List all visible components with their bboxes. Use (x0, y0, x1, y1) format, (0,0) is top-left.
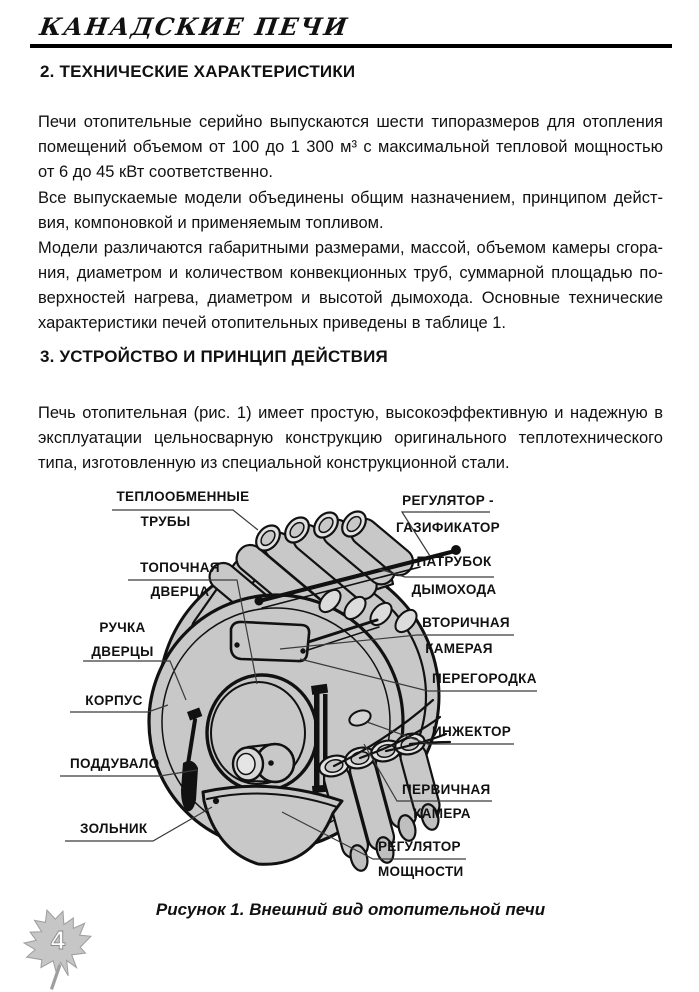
body-paragraph-1: Печи отопительные серийно выпускаются ше… (38, 110, 663, 185)
figure-label-regulator-gasifier: ГАЗИФИКАТОР (396, 520, 500, 535)
section-3-heading: 3. УСТРОЙСТВО И ПРИНЦИП ДЕЙСТВИЯ (40, 347, 388, 366)
figure-label-ash-vent: ПОДДУВАЛО (70, 756, 160, 771)
stove-body-front (147, 593, 405, 851)
figure-caption: Рисунок 1. Внешний вид отопительной печи (155, 900, 546, 919)
text-line: характеристики печей отопительных привед… (38, 314, 506, 332)
tube-openings (318, 732, 426, 778)
text-line: от 6 до 45 кВт соответственно. (38, 163, 273, 181)
figure-label-door-handle: ДВЕРЦЫ (91, 644, 154, 659)
text-line: Модели различаются габаритными размерами… (38, 239, 663, 257)
furnace-door-part (205, 673, 319, 793)
door-handle-part (181, 707, 203, 812)
figure-label-heat-tubes: ТЕПЛООБМЕННЫЕ (116, 489, 250, 504)
text-line: вия, компоновкой и применяемым топливом. (38, 214, 384, 232)
figure-label-body: КОРПУС (85, 693, 143, 708)
chimney-stub (353, 554, 395, 596)
figure-label-power-regulator: МОЩНОСТИ (378, 864, 464, 879)
tube-openings (255, 510, 367, 552)
figure-label-power-regulator: РЕГУЛЯТОР (378, 839, 461, 854)
injector-part (348, 709, 372, 727)
section-2-heading: 2. ТЕХНИЧЕСКИЕ ХАРАКТЕРИСТИКИ (40, 62, 356, 81)
header-rule (30, 44, 672, 48)
figure-label-door-handle: РУЧКА (99, 620, 146, 635)
ash-vent-part (231, 742, 296, 784)
figure-label-heat-tubes: ТРУБЫ (140, 514, 191, 529)
text-line: ния, диаметром и количеством конвекционн… (38, 264, 663, 282)
tube-rear-exits (318, 588, 418, 634)
text-line: Печь отопительная (рис. 1) имеет простую… (38, 404, 663, 422)
door-hinge (311, 683, 329, 793)
page-header-title: КАНАДСКИЕ ПЕЧИ (37, 12, 351, 41)
figure-label-primary-chamber: ПЕРВИЧНАЯ (402, 782, 491, 797)
figure-label-furnace-door: ТОПОЧНАЯ (140, 560, 220, 575)
figure-label-chimney-pipe: ДЫМОХОДА (411, 582, 497, 597)
ash-pan-part (201, 784, 344, 866)
figure-label-primary-chamber: КАМЕРА (413, 806, 471, 821)
body-paragraph-2: Все выпускаемые модели объединены общим … (38, 186, 663, 236)
body-paragraph-4: Печь отопительная (рис. 1) имеет простую… (38, 401, 663, 476)
body-paragraph-3: Модели различаются габаритными размерами… (38, 236, 663, 336)
text-line: Печи отопительные серийно выпускаются ше… (38, 113, 663, 131)
figure-label-chimney-pipe: ПАТРУБОК (416, 554, 492, 569)
text-line: верхностей нагрева, диаметром и высотой … (38, 289, 663, 307)
figure-label-secondary-chamber: ВТОРИЧНАЯ (422, 615, 510, 630)
text-line: эксплуатации цельносварную конструкцию о… (38, 429, 663, 447)
door-plate (229, 620, 311, 663)
text-line: помещений объемом от 100 до 1 300 м³ с м… (38, 138, 663, 156)
text-line: типа, изготовленную из специальной конст… (38, 454, 510, 472)
figure-label-partition: ПЕРЕГОРОДКА (432, 671, 537, 686)
figure-label-furnace-door: ДВЕРЦА (150, 584, 210, 599)
figure-label-secondary-chamber: КАМЕРАЯ (425, 641, 493, 656)
partition-edge (275, 618, 380, 660)
figure-label-ash-pan: ЗОЛЬНИК (80, 821, 148, 836)
text-line: Все выпускаемые модели объединены общим … (38, 189, 663, 207)
page-number: 4 (51, 925, 66, 955)
figure-label-injector: ИНЖЕКТОР (432, 724, 512, 739)
figure-label-regulator-gasifier: РЕГУЛЯТОР - (402, 493, 494, 508)
